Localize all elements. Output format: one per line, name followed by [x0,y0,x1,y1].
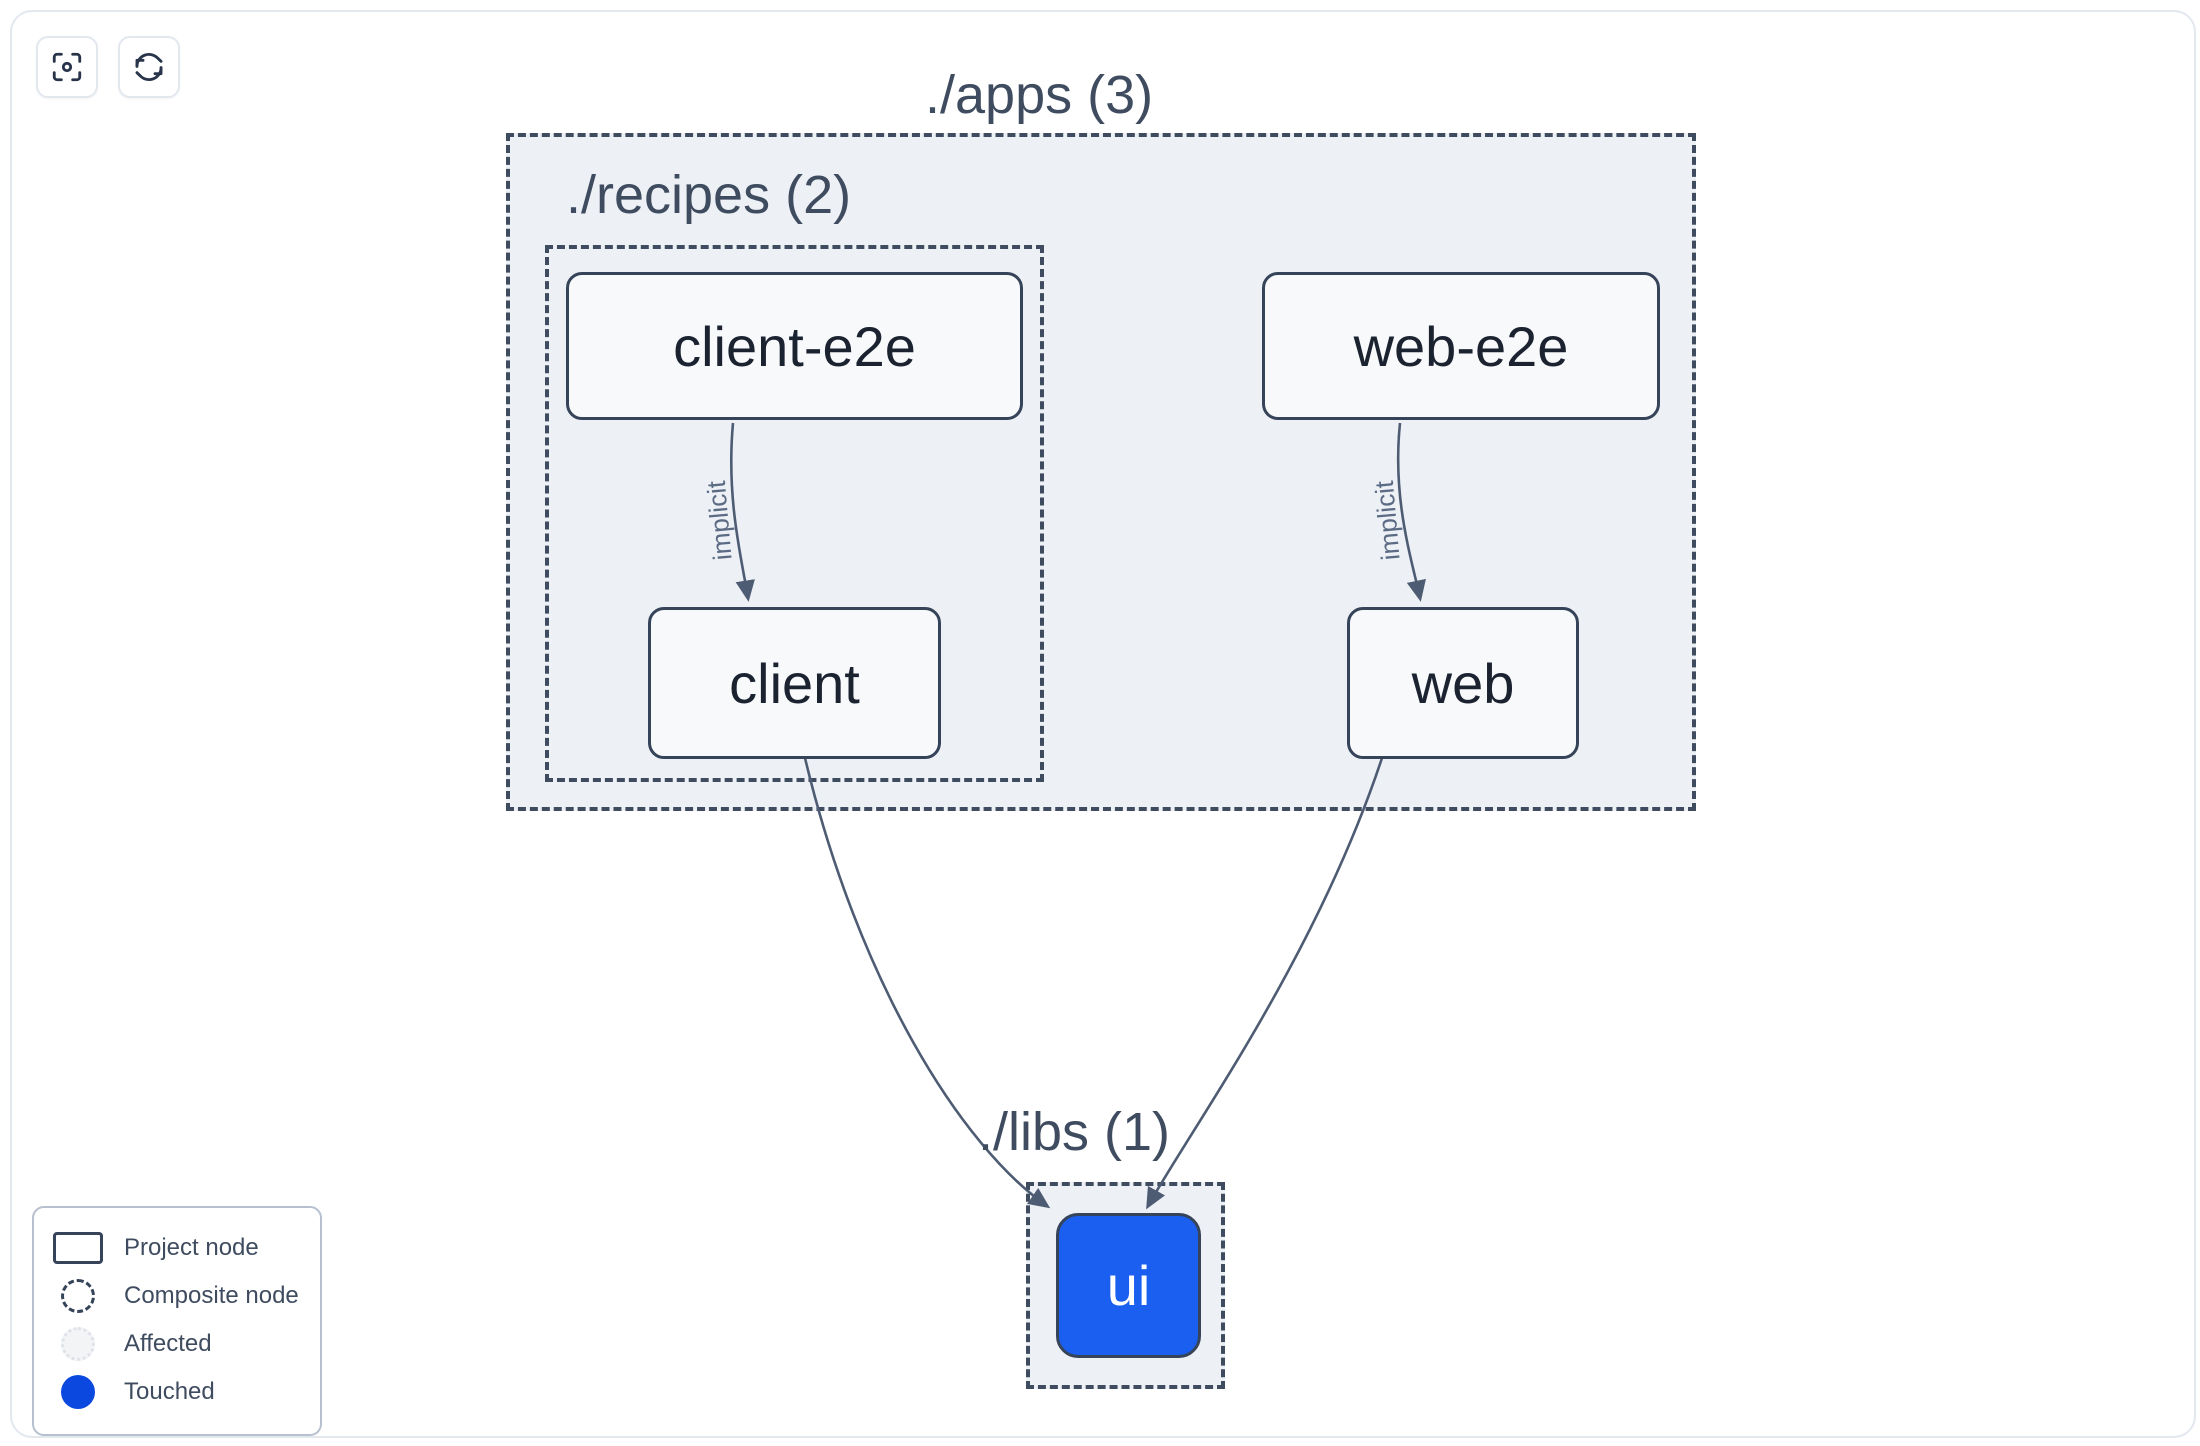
legend-label: Project node [124,1234,259,1261]
legend-label: Touched [124,1378,215,1405]
focus-viewfinder-icon [50,50,84,84]
focus-graph-button[interactable] [36,36,98,98]
composite-label-libs: ./libs (1) [978,1102,1171,1162]
legend-item-project-node: Project node [52,1224,302,1272]
composite-label-recipes: ./recipes (2) [566,165,852,225]
node-label: client-e2e [673,314,916,378]
composite-label-apps: ./apps (3) [925,65,1154,125]
project-node-client-e2e[interactable]: client-e2e [566,272,1023,420]
legend-item-touched: Touched [52,1368,302,1416]
legend-item-composite-node: Composite node [52,1272,302,1320]
graph-legend: Project node Composite node Affected Tou… [32,1206,322,1436]
node-label: web-e2e [1353,314,1569,378]
legend-item-affected: Affected [52,1320,302,1368]
project-node-swatch [52,1231,104,1265]
refresh-graph-button[interactable] [118,36,180,98]
affected-swatch [52,1327,104,1361]
legend-label: Affected [124,1330,212,1357]
node-label: web [1411,651,1515,715]
legend-label: Composite node [124,1282,299,1309]
project-node-ui[interactable]: ui [1056,1213,1201,1358]
edge-web-to-ui [1146,757,1384,1210]
project-node-web[interactable]: web [1347,607,1579,759]
touched-swatch [52,1375,104,1409]
node-label: client [729,651,860,715]
node-label: ui [1106,1254,1151,1317]
composite-node-swatch [52,1279,104,1313]
refresh-sync-icon [132,50,166,84]
project-node-web-e2e[interactable]: web-e2e [1262,272,1660,420]
project-node-client[interactable]: client [648,607,941,759]
graph-toolbar [36,36,180,98]
